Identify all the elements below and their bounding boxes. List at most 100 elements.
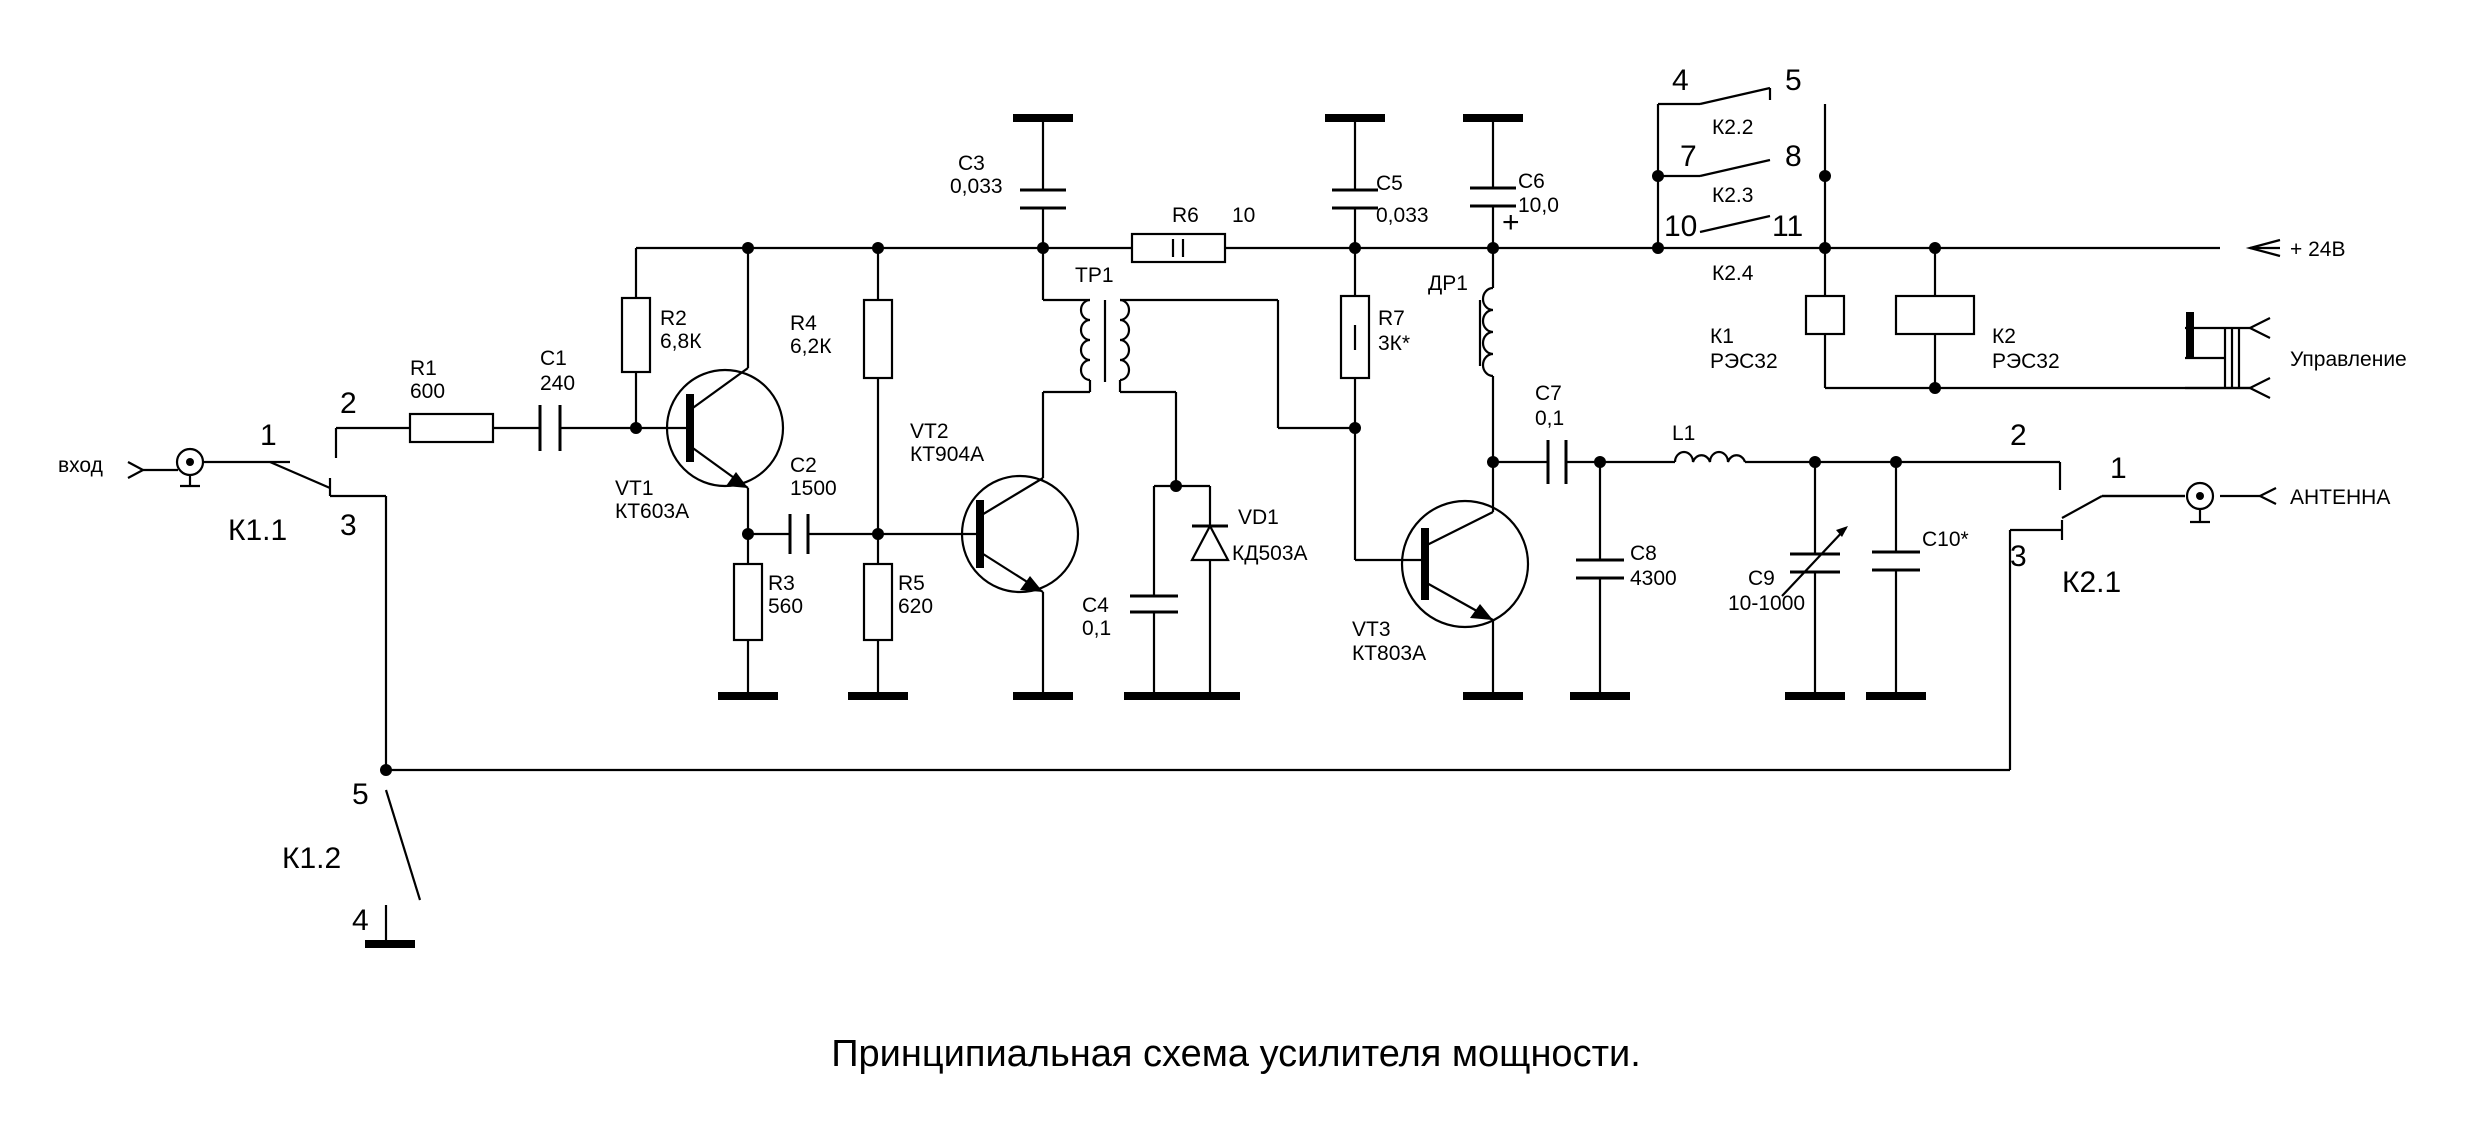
capacitor-C8: C8 4300 [1576, 542, 1677, 590]
R6-value: 10 [1232, 204, 1255, 227]
L1-ref: L1 [1672, 422, 1695, 445]
inductor-L1: L1 [1672, 422, 1747, 463]
capacitor-C4: C4 0,1 [1082, 594, 1178, 640]
diode-VD1: VD1 КД503А [1190, 506, 1308, 565]
resistor-R7: R7 3К* [1339, 294, 1410, 380]
K1-value: РЭС32 [1710, 350, 1778, 373]
capacitor-C3: C3 0,033 [950, 152, 1066, 210]
transistor-VT1: VT1 КТ603А [615, 367, 785, 523]
ground-symbols [365, 114, 2194, 948]
VD1-ref: VD1 [1238, 506, 1279, 529]
transformer-TP1: TP1 [1075, 264, 1131, 382]
VT2-ref: VT2 [910, 420, 949, 443]
C1-value: 240 [540, 372, 575, 395]
antenna-port-label: АНТЕННА [2290, 486, 2390, 509]
K2-3-label: К2.3 [1712, 184, 1753, 207]
capacitor-C1: C1 240 [538, 347, 575, 451]
C4-ref: C4 [1082, 594, 1109, 617]
switch-K1-1-pin1: 1 [260, 419, 277, 452]
K2-2-pinA: 4 [1672, 64, 1689, 97]
capacitor-C2: C2 1500 [788, 454, 837, 554]
switch-K1-1-pin2: 2 [340, 387, 357, 420]
wiring [330, 102, 2280, 772]
resistor-R6: R6 10 [1130, 204, 1255, 264]
R6-ref: R6 [1172, 204, 1199, 227]
VT1-value: КТ603А [615, 500, 689, 523]
transistor-VT2: VT2 КТ904А [910, 420, 1080, 594]
switch-K2-1-pin2: 2 [2010, 419, 2027, 452]
C5-value: 0,033 [1376, 204, 1429, 227]
control-terminal: Управление [2247, 317, 2407, 399]
C6-polarity: + [1502, 206, 1520, 239]
C9-ref: C9 [1748, 567, 1775, 590]
page-title: Принципиальная схема усилителя мощности. [831, 1033, 1641, 1075]
VT2-value: КТ904А [910, 443, 984, 466]
K1-ref: К1 [1710, 325, 1734, 348]
control-label: Управление [2290, 348, 2407, 371]
K2-ref: К2 [1992, 325, 2016, 348]
VD1-value: КД503А [1232, 542, 1308, 565]
capacitor-C5: C5 0,033 [1332, 172, 1429, 227]
R5-ref: R5 [898, 572, 925, 595]
resistor-R3: R3 560 [732, 562, 803, 642]
resistor-R5: R5 620 [862, 562, 933, 642]
C4-value: 0,1 [1082, 617, 1111, 640]
C9-value: 10-1000 [1728, 592, 1805, 615]
VT1-ref: VT1 [615, 477, 654, 500]
VT3-ref: VT3 [1352, 618, 1391, 641]
R7-ref: R7 [1378, 307, 1405, 330]
R3-ref: R3 [768, 572, 795, 595]
switch-K2-1-pin3: 3 [2010, 540, 2027, 573]
C3-value: 0,033 [950, 175, 1003, 198]
switch-K1-2-pin4: 4 [352, 904, 369, 937]
capacitor-C6: + C6 10,0 [1470, 170, 1559, 239]
antenna-connector: АНТЕННА [2185, 481, 2390, 524]
capacitor-C10: C10* [1872, 528, 1969, 572]
R2-ref: R2 [660, 307, 687, 330]
supply-terminal: + 24В [2245, 238, 2345, 261]
DR1-ref: ДР1 [1428, 272, 1468, 295]
R1-value: 600 [410, 380, 445, 403]
switch-K1-2-label: К1.2 [282, 842, 341, 875]
R7-value: 3К* [1378, 332, 1410, 355]
transistor-VT3: VT3 КТ803А [1352, 499, 1530, 665]
C5-ref: C5 [1376, 172, 1403, 195]
C8-ref: C8 [1630, 542, 1657, 565]
junction-dots [380, 170, 1941, 776]
switch-K2-1-pin1: 1 [2110, 452, 2127, 485]
K2-value: РЭС32 [1992, 350, 2060, 373]
K2-2-pinB: 5 [1785, 64, 1802, 97]
R2-value: 6,8К [660, 330, 702, 353]
R4-value: 6,2К [790, 335, 832, 358]
C7-value: 0,1 [1535, 407, 1564, 430]
C10-ref: C10* [1922, 528, 1969, 551]
C6-value: 10,0 [1518, 194, 1559, 217]
K2-3-pinB: 8 [1785, 140, 1802, 173]
switch-K1-2: 5 4 К1.2 [282, 778, 422, 937]
capacitor-C7: C7 0,1 [1535, 382, 1568, 484]
K2-3-pinA: 7 [1680, 140, 1697, 173]
K2-4-pinA: 10 [1664, 210, 1697, 243]
relay-contacts: 4 5 К2.2 7 8 К2.3 10 11 К2.4 [1664, 64, 1803, 285]
TP1-ref: TP1 [1075, 264, 1114, 287]
R1-ref: R1 [410, 357, 437, 380]
C2-ref: C2 [790, 454, 817, 477]
choke-DR1: ДР1 [1428, 272, 1494, 378]
switch-K1-1: 1 2 3 К1.1 [228, 387, 357, 547]
C6-ref: C6 [1518, 170, 1545, 193]
C7-ref: C7 [1535, 382, 1562, 405]
C3-ref: C3 [958, 152, 985, 175]
R3-value: 560 [768, 595, 803, 618]
K2-2-label: К2.2 [1712, 116, 1753, 139]
R4-ref: R4 [790, 312, 817, 335]
input-port-label: вход [58, 454, 103, 477]
input-connector: вход [58, 447, 290, 488]
K2-4-label: К2.4 [1712, 262, 1754, 285]
capacitor-C9: C9 10-1000 [1728, 526, 1848, 615]
supply-label: + 24В [2290, 238, 2345, 261]
resistor-R4: R4 6,2К [790, 298, 894, 380]
C1-ref: C1 [540, 347, 567, 370]
resistor-R2: R2 6,8К [620, 296, 702, 374]
switch-K1-1-pin3: 3 [340, 509, 357, 542]
